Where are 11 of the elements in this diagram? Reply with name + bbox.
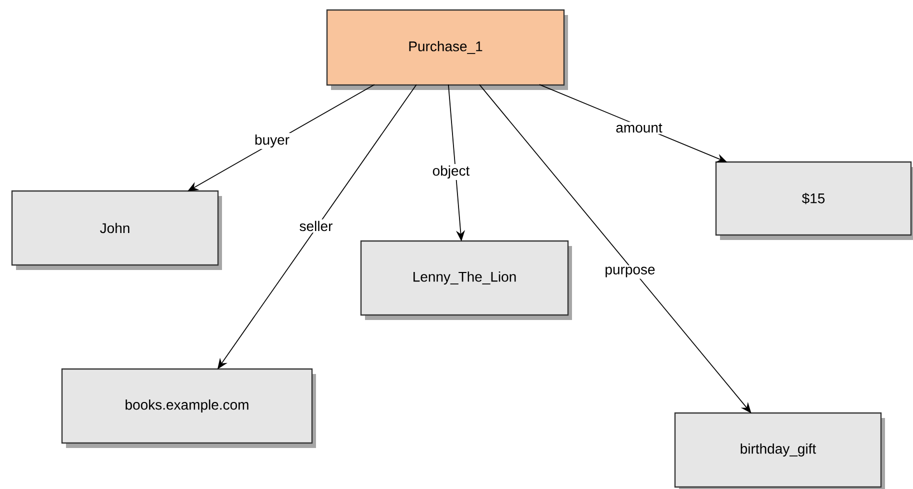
concept-box: birthday_gift: [674, 412, 885, 489]
edge-label: seller: [298, 219, 334, 233]
concept-box: John: [11, 190, 222, 270]
edge-label: object: [430, 164, 472, 180]
concept-box: books.example.com: [61, 368, 316, 448]
edge-label: purpose: [603, 265, 657, 279]
edge-label: buyer: [253, 132, 292, 150]
edge-label: amount: [614, 122, 664, 134]
concept-box: Purchase_1: [326, 9, 568, 90]
concept-box: Lenny_The_Lion: [360, 240, 572, 320]
concept-box: $15: [715, 161, 913, 240]
